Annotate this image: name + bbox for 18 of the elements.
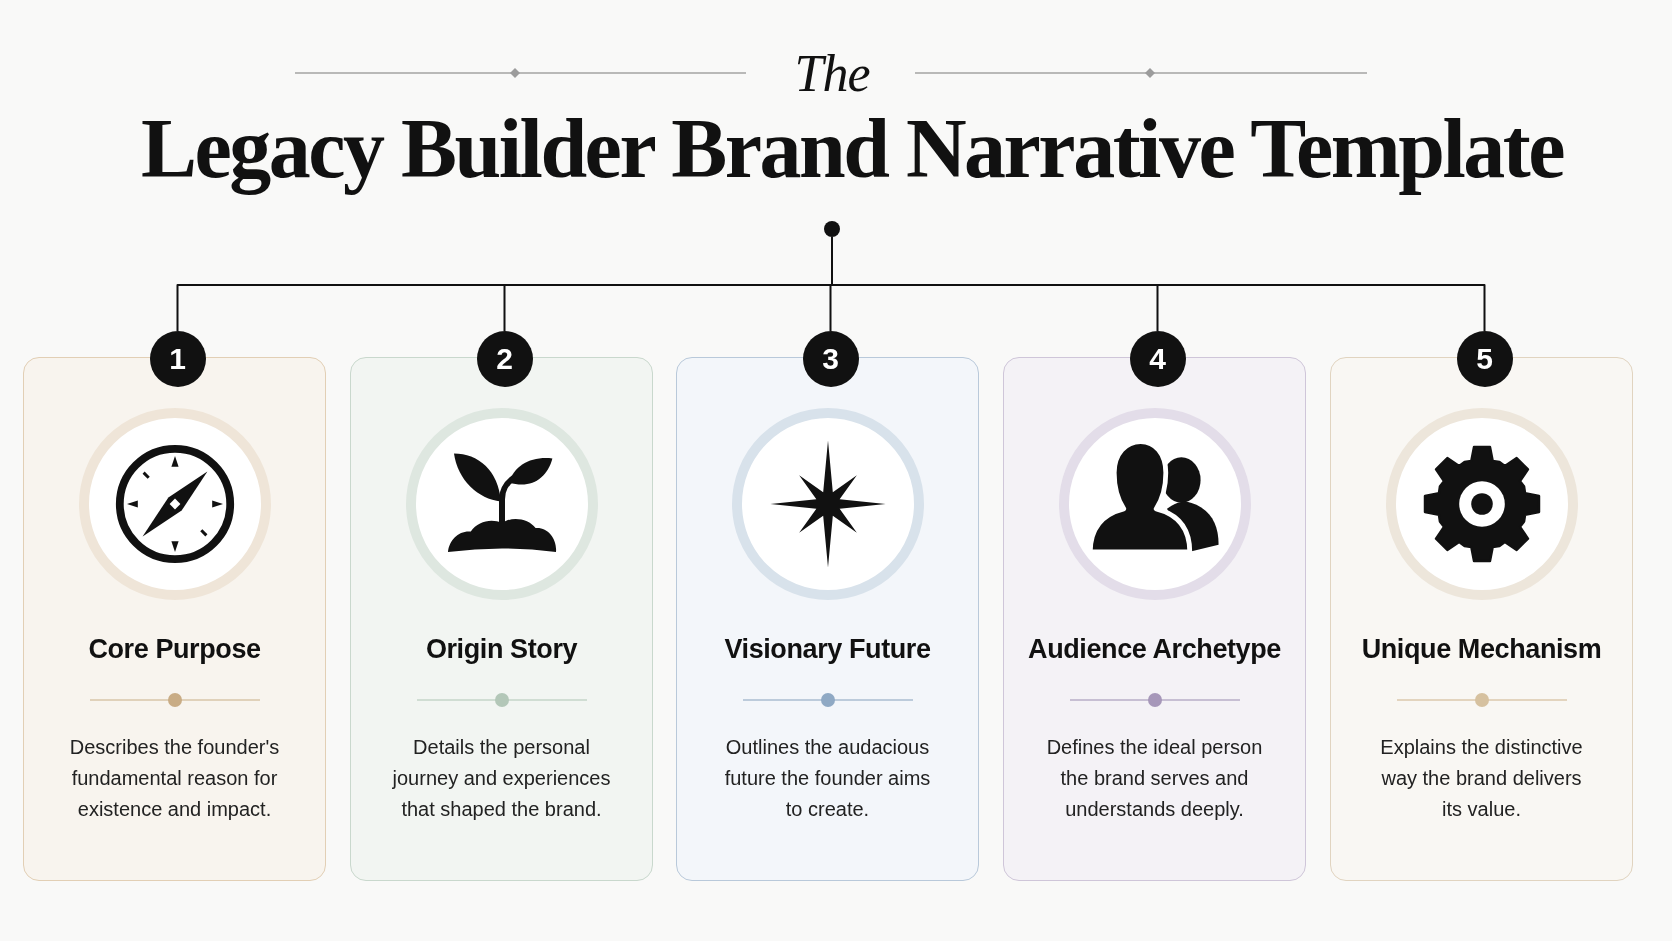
title: Legacy Builder Brand Narrative Template bbox=[140, 104, 1564, 194]
card-heading: Unique Mechanism bbox=[1361, 633, 1602, 666]
junction-dot bbox=[824, 221, 840, 237]
step-number: 2 bbox=[476, 331, 533, 387]
step-number: 1 bbox=[149, 331, 206, 387]
card-heading: Audience Archetype bbox=[1028, 633, 1281, 666]
card-description: Describes the founder's fundamental reason for existence and impact. bbox=[68, 735, 281, 822]
step-number: 4 bbox=[1129, 331, 1186, 387]
step-number: 3 bbox=[802, 331, 859, 387]
step-number: 5 bbox=[1456, 331, 1513, 387]
card-heading: Visionary Future bbox=[724, 633, 931, 666]
card-description: Explains the distinctive way the brand delivers its value. bbox=[1379, 735, 1584, 822]
card-heading: Core Purpose bbox=[88, 633, 261, 666]
card-heading: Origin Story bbox=[425, 633, 578, 666]
title-kicker: The bbox=[794, 46, 870, 102]
card-description: Defines the ideal person the brand serves and understands deeply. bbox=[1045, 735, 1264, 822]
card-description: Details the personal journey and experiences that shaped the brand. bbox=[391, 735, 612, 822]
card-description: Outlines the audacious future the founder aims to create. bbox=[723, 735, 932, 822]
